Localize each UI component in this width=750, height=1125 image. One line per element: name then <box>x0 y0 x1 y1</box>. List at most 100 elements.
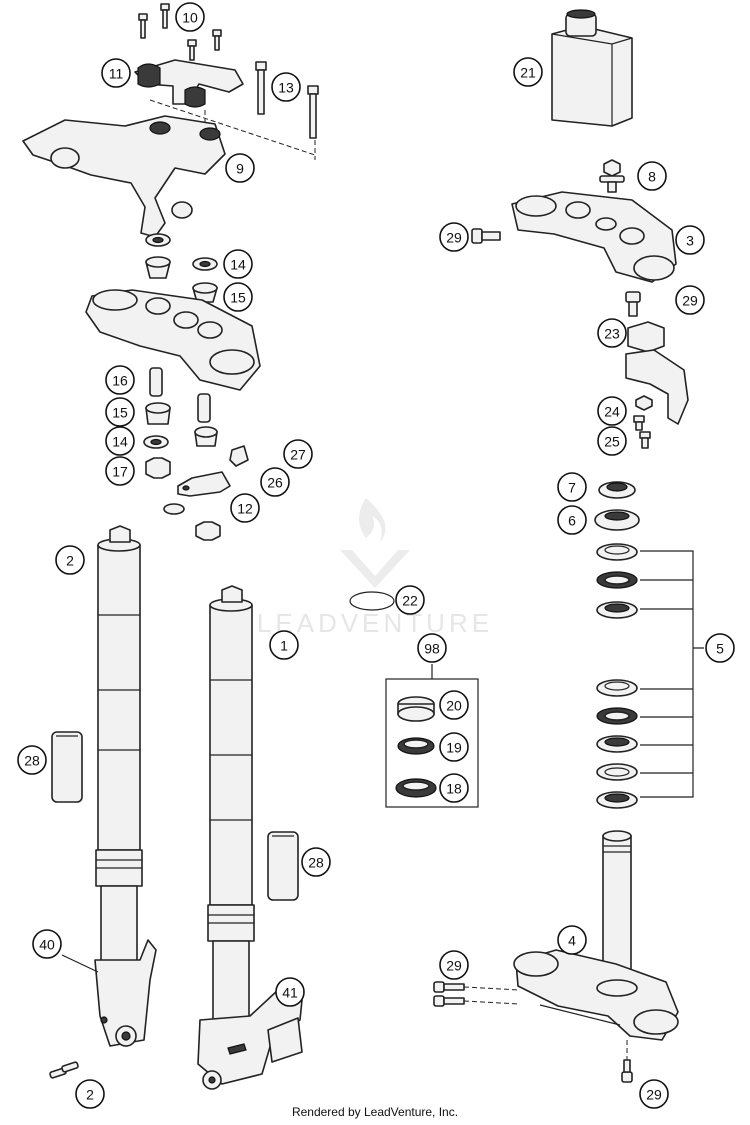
callout-label: 5 <box>716 641 724 657</box>
callout-c12: 12 <box>230 493 260 523</box>
part-2-bolts <box>49 1061 79 1079</box>
callout-label: 29 <box>682 293 698 309</box>
part-98-seal-kit <box>385 678 479 808</box>
callout-c41: 41 <box>275 977 305 1007</box>
callout-label: 20 <box>446 698 462 714</box>
callout-label: 28 <box>24 753 40 769</box>
part-29-axis-lines <box>463 986 628 1060</box>
part-7-nut <box>598 481 636 499</box>
callout-c28a: 28 <box>17 745 47 775</box>
callout-circle <box>17 745 47 775</box>
callout-circle <box>597 426 627 456</box>
callout-label: 41 <box>282 985 298 1001</box>
callout-circle <box>705 633 735 663</box>
callout-label: 14 <box>112 434 128 450</box>
callout-label: 21 <box>520 65 536 81</box>
callout-c2a: 2 <box>55 545 85 575</box>
callout-c29c: 29 <box>439 950 469 980</box>
part-10-bolts <box>138 3 222 61</box>
callout-c15b: 15 <box>105 397 135 427</box>
callout-circle <box>301 847 331 877</box>
callout-label: 25 <box>604 434 620 450</box>
callout-label: 29 <box>446 958 462 974</box>
part-27-clip <box>229 445 249 467</box>
callout-circle <box>230 493 260 523</box>
callout-c2b: 2 <box>75 1079 105 1109</box>
render-credit: Rendered by LeadVenture, Inc. <box>291 1105 459 1119</box>
callout-c13: 13 <box>271 72 301 102</box>
callout-c5: 5 <box>705 633 735 663</box>
callout-circle <box>105 426 135 456</box>
callout-c40: 40 <box>32 929 62 959</box>
callout-label: 16 <box>112 373 128 389</box>
callout-c21: 21 <box>513 57 543 87</box>
callout-c6: 6 <box>557 505 587 535</box>
callout-circle <box>395 585 425 615</box>
callout-circle <box>439 732 469 762</box>
callout-label: 1 <box>280 638 288 654</box>
callout-c29b: 29 <box>675 285 705 315</box>
callout-label: 13 <box>278 80 294 96</box>
part-23-bracket <box>625 321 689 425</box>
callout-circle <box>557 505 587 535</box>
callout-circle <box>223 249 253 279</box>
callout-circle <box>32 929 62 959</box>
callout-c24: 24 <box>597 396 627 426</box>
callout-label: 19 <box>446 740 462 756</box>
callout-circle <box>439 222 469 252</box>
part-24-25-small-parts <box>633 395 653 449</box>
fork-leg-1 <box>197 585 303 1090</box>
part-28-guard-right <box>267 831 299 901</box>
callout-circle <box>637 161 667 191</box>
callout-c14a: 14 <box>223 249 253 279</box>
lower-triple-clamp-left <box>85 289 261 391</box>
callout-label: 23 <box>604 326 620 342</box>
callout-circle <box>269 630 299 660</box>
callout-circle <box>260 467 290 497</box>
callout-c1: 1 <box>269 630 299 660</box>
callout-c23: 23 <box>597 318 627 348</box>
callout-circle <box>271 72 301 102</box>
callout-c18: 18 <box>439 773 469 803</box>
callout-label: 12 <box>237 501 253 517</box>
callout-circle <box>55 545 85 575</box>
callout-circle <box>417 633 447 663</box>
part-5-bearing-set <box>596 543 638 809</box>
part-22-o-ring <box>349 591 395 611</box>
part-5-bracket-lines <box>640 550 704 798</box>
leadventure-watermark: LEADVENTURE <box>257 498 489 638</box>
callout-label: 17 <box>112 464 128 480</box>
callout-label: 10 <box>182 10 198 26</box>
callout-circle <box>439 950 469 980</box>
part-16-spacers <box>149 367 211 423</box>
callout-circle <box>101 58 131 88</box>
callout-circle <box>175 2 205 32</box>
part-11-handlebar-clamp <box>134 59 244 108</box>
callout-circle <box>439 773 469 803</box>
callout-c98: 98 <box>417 633 447 663</box>
callout-circle <box>513 57 543 87</box>
part-29-bolt-upper <box>471 228 501 244</box>
callout-c26: 26 <box>260 467 290 497</box>
part-14-15-washers-top <box>145 233 218 303</box>
callout-circle <box>223 282 253 312</box>
callout-circle <box>597 396 627 426</box>
callout-circle <box>675 225 705 255</box>
callout-c9: 9 <box>225 153 255 183</box>
callout-label: 9 <box>236 161 244 177</box>
callout-c29a: 29 <box>439 222 469 252</box>
callout-circle <box>105 365 135 395</box>
callout-label: 24 <box>604 404 620 420</box>
fork-leg-2 <box>94 525 157 1047</box>
callout-c3: 3 <box>675 225 705 255</box>
part-28-guard-left <box>51 731 83 803</box>
callout-circle <box>275 977 305 1007</box>
callout-c19: 19 <box>439 732 469 762</box>
callout-label: 7 <box>568 480 576 496</box>
callout-label: 11 <box>109 66 124 82</box>
callout-c14b: 14 <box>105 426 135 456</box>
callout-circle <box>75 1079 105 1109</box>
callout-circle <box>439 690 469 720</box>
callout-label: 28 <box>308 855 324 871</box>
